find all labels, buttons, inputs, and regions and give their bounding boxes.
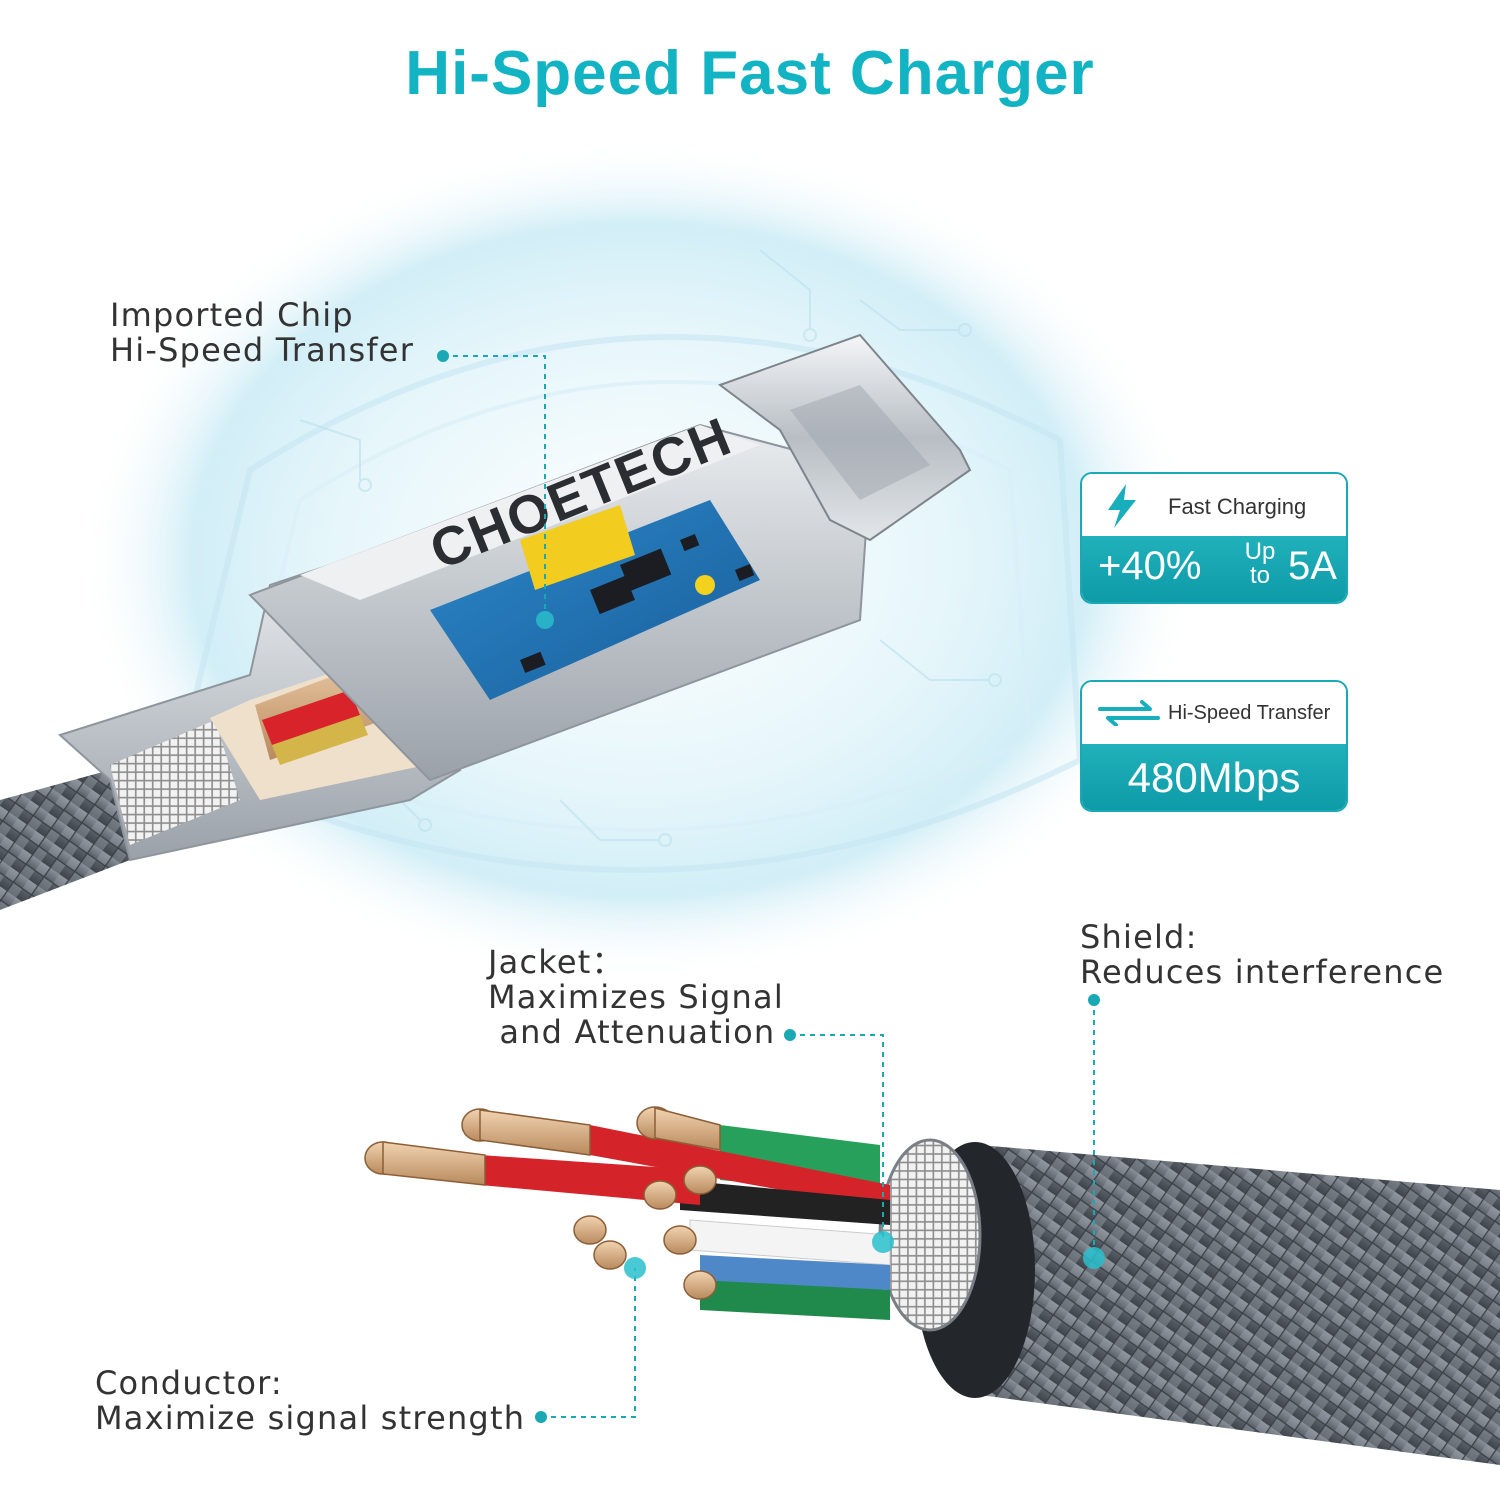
callout-dots bbox=[437, 350, 1105, 1423]
exposed-cable bbox=[364, 1106, 1500, 1465]
callout-conductor-line2: Maximize signal strength bbox=[95, 1399, 526, 1437]
fast-charging-badge-values: +40% Up to 5A bbox=[1082, 536, 1346, 602]
charging-current: 5A bbox=[1288, 544, 1337, 588]
transfer-badge-header: Hi-Speed Transfer bbox=[1082, 682, 1346, 744]
callout-chip-line1: Imported Chip bbox=[110, 296, 354, 334]
page-title: Hi-Speed Fast Charger bbox=[405, 39, 1095, 108]
type-c-connector: CHOETECH bbox=[0, 333, 972, 910]
callout-shield-line1: Shield: bbox=[1080, 918, 1198, 956]
transfer-badge: Hi-Speed Transfer 480Mbps bbox=[1080, 680, 1348, 812]
charging-up-to: Up to bbox=[1240, 540, 1280, 588]
fast-charging-heading: Fast Charging bbox=[1168, 494, 1307, 519]
callout-jacket: Jacket： Maximizes Signal and Attenuation bbox=[488, 945, 784, 1050]
callout-chip: Imported Chip Hi-Speed Transfer bbox=[110, 298, 414, 368]
fast-charging-badge-header: Fast Charging bbox=[1082, 474, 1346, 536]
callout-shield: Shield: Reduces interference bbox=[1080, 920, 1444, 990]
lightning-bolt-icon bbox=[1108, 484, 1136, 528]
transfer-badge-values: 480Mbps bbox=[1082, 744, 1346, 810]
callout-lines bbox=[443, 355, 1095, 1418]
callout-jacket-line3: and Attenuation bbox=[488, 1013, 776, 1051]
transfer-arrows-icon bbox=[1098, 700, 1160, 726]
charging-boost: +40% bbox=[1098, 544, 1202, 588]
charging-up: Up bbox=[1244, 538, 1276, 565]
callout-chip-line2: Hi-Speed Transfer bbox=[110, 331, 415, 369]
callout-shield-line2: Reduces interference bbox=[1080, 953, 1445, 991]
transfer-heading: Hi-Speed Transfer bbox=[1168, 702, 1331, 724]
callout-conductor: Conductor: Maximize signal strength bbox=[95, 1366, 525, 1436]
callout-conductor-line1: Conductor: bbox=[95, 1364, 283, 1402]
charging-to: to bbox=[1249, 562, 1270, 589]
callout-jacket-line1: Jacket： bbox=[488, 943, 625, 981]
fast-charging-badge: Fast Charging +40% Up to 5A bbox=[1080, 472, 1348, 604]
transfer-speed: 480Mbps bbox=[1127, 754, 1301, 801]
callout-jacket-line2: Maximizes Signal bbox=[488, 978, 784, 1016]
